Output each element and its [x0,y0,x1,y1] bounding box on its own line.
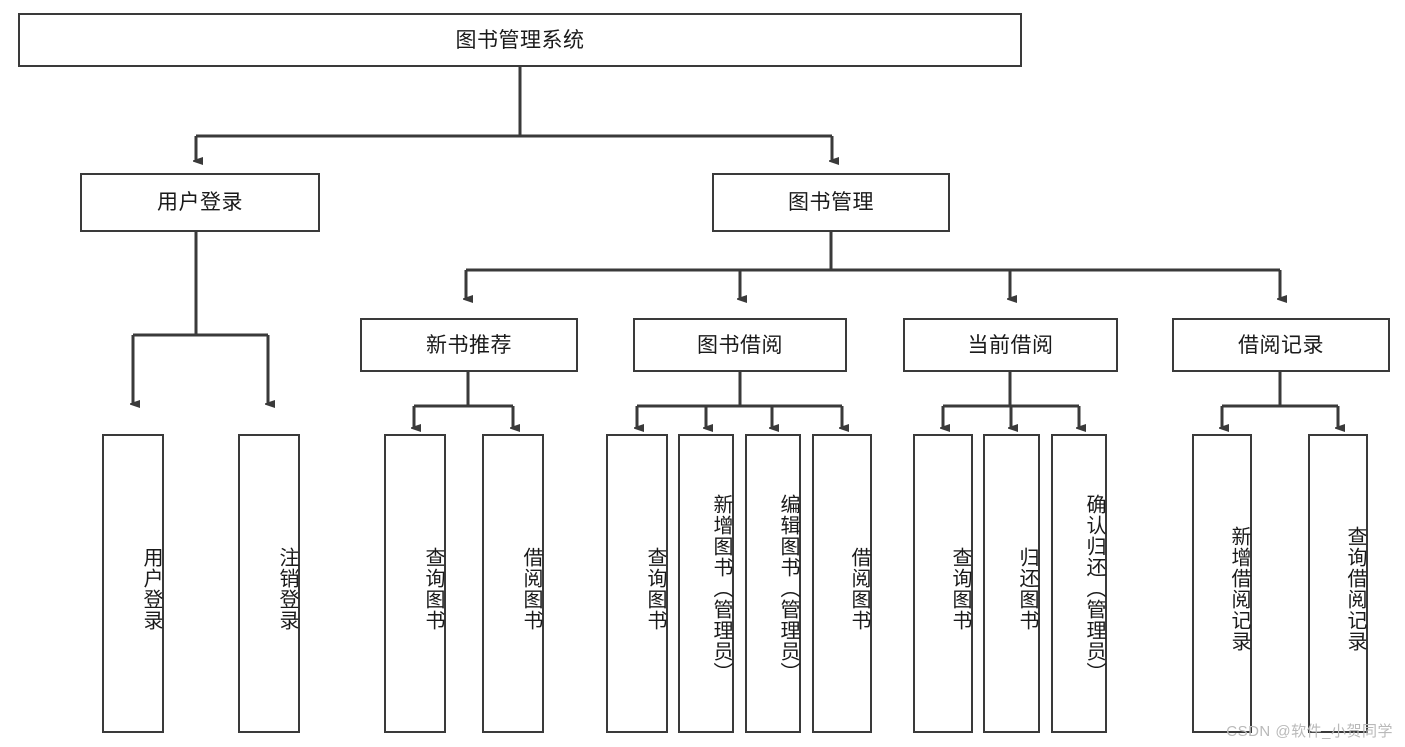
node-label: 新增借阅记录 [1228,525,1250,652]
node-label: 查询图书 [422,546,444,631]
leaf-user-logout[interactable]: 注销登录 [238,434,300,733]
node-label: 图书借阅 [697,333,783,357]
leaf-add-borrow-record[interactable]: 新增借阅记录 [1192,434,1252,733]
leaf-add-book-admin[interactable]: 新增图书（管理员） [678,434,734,733]
node-label: 查询图书 [644,546,666,631]
node-user-login[interactable]: 用户登录 [80,173,320,232]
node-label: 图书管理 [788,191,874,214]
node-borrow-record[interactable]: 借阅记录 [1172,318,1390,372]
node-label: 编辑图书（管理员） [777,494,799,683]
leaf-borrow-book[interactable]: 借阅图书 [812,434,872,733]
node-label: 当前借阅 [967,333,1054,357]
node-label: 借阅图书 [848,546,870,631]
node-label: 用户登录 [140,546,162,631]
node-label: 新增图书（管理员） [710,494,732,683]
node-label: 查询借阅记录 [1344,525,1366,652]
node-new-book-recommend[interactable]: 新书推荐 [360,318,578,372]
node-book-management[interactable]: 图书管理 [712,173,950,232]
node-label: 借阅图书 [520,546,542,631]
leaf-return-book[interactable]: 归还图书 [983,434,1040,733]
node-label: 确认归还（管理员） [1083,494,1105,683]
leaf-query-book-current[interactable]: 查询图书 [913,434,973,733]
node-label: 用户登录 [157,191,243,214]
leaf-query-book-borrow[interactable]: 查询图书 [606,434,668,733]
leaf-query-book-recommend[interactable]: 查询图书 [384,434,446,733]
leaf-confirm-return-admin[interactable]: 确认归还（管理员） [1051,434,1107,733]
leaf-query-borrow-record[interactable]: 查询借阅记录 [1308,434,1368,733]
node-label: 归还图书 [1016,546,1038,631]
node-book-borrow[interactable]: 图书借阅 [633,318,847,372]
leaf-borrow-book-recommend[interactable]: 借阅图书 [482,434,544,733]
watermark-text: CSDN @软件_小贺同学 [1226,723,1393,740]
leaf-user-login[interactable]: 用户登录 [102,434,164,733]
node-current-borrow[interactable]: 当前借阅 [903,318,1118,372]
node-label: 图书管理系统 [455,28,585,52]
leaf-edit-book-admin[interactable]: 编辑图书（管理员） [745,434,801,733]
node-label: 查询图书 [949,546,971,631]
node-root-system[interactable]: 图书管理系统 [18,13,1022,67]
node-label: 借阅记录 [1238,333,1324,357]
node-label: 新书推荐 [426,333,512,357]
node-label: 注销登录 [276,546,298,631]
